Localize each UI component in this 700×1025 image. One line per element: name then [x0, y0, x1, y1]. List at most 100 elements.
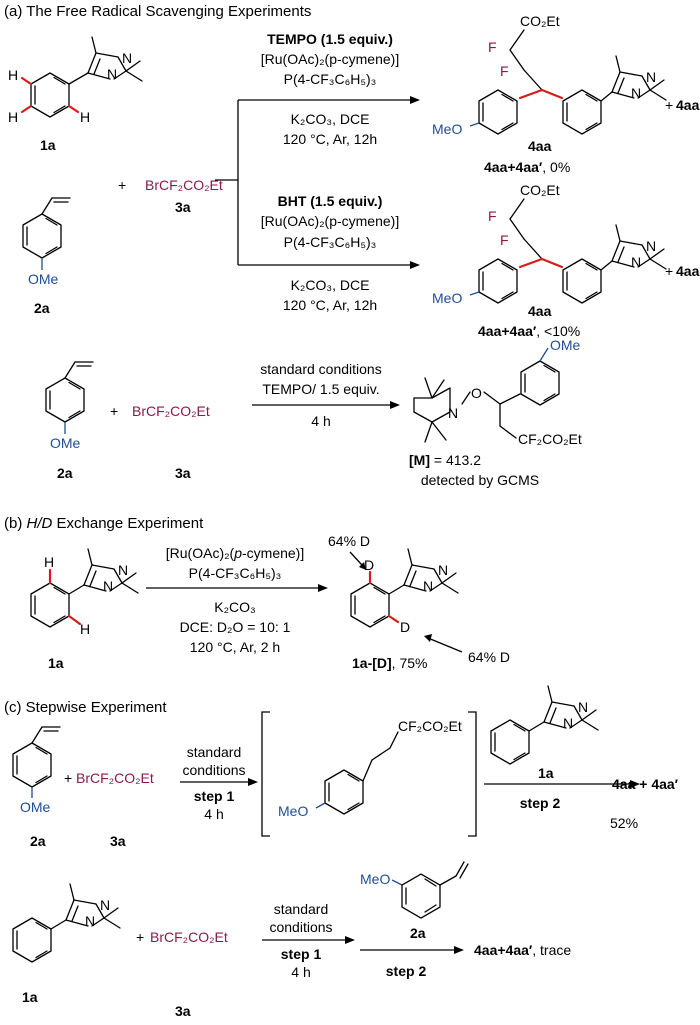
molecule-1a-c2: N N: [12, 883, 121, 963]
n-label: N: [122, 50, 132, 66]
n-label: N: [103, 578, 113, 594]
cond-solvent-b: DCE: D₂O = 10: 1: [180, 619, 291, 635]
label-1a: 1a: [538, 765, 554, 781]
cond-temp: 120 °C, Ar, 12h: [283, 131, 377, 147]
molecule-2a-c: OMe: [12, 726, 61, 815]
fluoro-label: F: [488, 208, 497, 224]
h-label: H: [8, 109, 18, 125]
cond-tempo2: TEMPO/ 1.5 equiv.: [262, 381, 379, 397]
m-value: [M] = 413.2: [409, 452, 481, 468]
methoxy-label: MeO: [432, 121, 462, 137]
label-1a: 1a: [40, 137, 56, 153]
step-2-label: step 2: [386, 963, 427, 979]
cond-conditions: conditions: [182, 762, 245, 778]
label-1a: 1a: [48, 655, 64, 671]
label-3a: 3a: [175, 199, 191, 215]
cond-temp-b: 120 °C, Ar, 2 h: [190, 639, 280, 655]
cf2-ester-label: CF₂CO₂Et: [398, 718, 462, 734]
cond-bht: BHT (1.5 equiv.): [278, 193, 383, 209]
fluoro-label: F: [500, 63, 509, 79]
product-label: 4aa + 4aa′: [612, 776, 679, 792]
molecule-1a-d: 64% D D N N D 64% D: [328, 533, 510, 665]
reagent-3a: BrCF₂CO₂Et: [132, 403, 210, 419]
molecule-1a-c: N N: [490, 685, 599, 765]
deuterium-pct: 64% D: [468, 649, 510, 665]
section-b-heading: (b) H/D Exchange Experiment: [4, 515, 204, 532]
cond-base-b: K₂CO₃: [214, 599, 255, 615]
n-label: N: [631, 85, 641, 101]
label-1a: 1a: [22, 989, 38, 1005]
h-label: H: [80, 621, 90, 637]
methoxy-label: MeO: [360, 871, 390, 887]
result-top: 4aa+4aa′, 0%: [484, 159, 570, 175]
n-label: N: [563, 715, 573, 731]
n-label: N: [118, 562, 128, 578]
plus-sign: +: [118, 177, 126, 193]
step-2-label: step 2: [520, 795, 561, 811]
time-label: 4 h: [291, 964, 310, 980]
n-label: N: [646, 69, 656, 85]
yield-label: 52%: [610, 815, 638, 831]
plus-sign: +: [136, 929, 144, 945]
cond-base: K₂CO₃, DCE: [291, 277, 370, 293]
molecule-1a: N N H H H: [8, 36, 143, 125]
plus-sign: +: [64, 770, 72, 786]
n-label: N: [107, 66, 117, 82]
h-label: H: [80, 109, 90, 125]
product-trace: 4aa+4aa′, trace: [474, 942, 571, 958]
n-label: N: [85, 913, 95, 929]
molecule-2a-c2: MeO: [360, 861, 469, 919]
h-label: H: [8, 67, 18, 83]
ester-label: CO₂Et: [520, 13, 560, 29]
n-label: N: [100, 897, 110, 913]
n-label: N: [631, 254, 641, 270]
label-3a: 3a: [110, 833, 126, 849]
label-3a: 3a: [175, 1003, 191, 1019]
cond-phos: P(4-CF₃C₆H₅)₃: [284, 71, 377, 87]
plus-sign: +: [665, 97, 673, 113]
n-label: N: [578, 699, 588, 715]
methoxy-label: OMe: [28, 271, 59, 287]
n-label: N: [438, 562, 448, 578]
label-4aa-prime: 4aa′: [676, 97, 700, 113]
cond-conditions: conditions: [269, 919, 332, 935]
label-2a: 2a: [30, 833, 46, 849]
cf2-ester-label: CF₂CO₂Et: [518, 431, 582, 447]
fluoro-label: F: [488, 39, 497, 55]
fluoro-label: F: [500, 232, 509, 248]
label-2a: 2a: [34, 300, 50, 316]
molecule-2a-trap: OMe: [45, 361, 94, 451]
result-bottom: 4aa+4aa′, <10%: [478, 323, 580, 339]
label-2a: 2a: [57, 465, 73, 481]
methoxy-label: OMe: [550, 337, 581, 353]
step-1-label: step 1: [281, 946, 322, 962]
ester-label: CO₂Et: [520, 182, 560, 198]
n-label: N: [448, 405, 458, 421]
cond-tempo: TEMPO (1.5 equiv.): [267, 31, 393, 47]
reagent-3a: BrCF₂CO₂Et: [76, 770, 154, 786]
deuterium-pct: 64% D: [328, 533, 370, 549]
cond-standard: standard: [274, 901, 328, 917]
label-4aa: 4aa: [528, 138, 552, 154]
methoxy-label: MeO: [432, 290, 462, 306]
section-c-heading: (c) Stepwise Experiment: [4, 699, 167, 716]
deuterium-label: D: [400, 619, 410, 635]
cond-ru: [Ru(OAc)₂(p-cymene)]: [261, 213, 399, 229]
cond-phos: P(4-CF₃C₆H₅)₃: [284, 234, 377, 250]
cond-time: 4 h: [311, 413, 330, 429]
gcms-note: detected by GCMS: [421, 472, 539, 488]
intermediate: MeO CF₂CO₂Et: [278, 718, 462, 819]
cond-ru: [Ru(OAc)₂(p-cymene)]: [261, 51, 399, 67]
cond-ru-b: [Ru(OAc)₂(p-cymene)]: [166, 545, 304, 561]
n-label: N: [646, 238, 656, 254]
molecule-2a: OMe: [22, 197, 71, 287]
step-1-label: step 1: [194, 788, 235, 804]
methoxy-label: OMe: [50, 435, 81, 451]
product-4aa-bottom: CO₂Et F F MeO N N + 4aa′: [432, 182, 700, 306]
h-label: H: [44, 554, 54, 570]
cond-temp: 120 °C, Ar, 12h: [283, 297, 377, 313]
cond-base: K₂CO₃, DCE: [291, 111, 370, 127]
section-a-heading: (a) The Free Radical Scavenging Experime…: [4, 3, 311, 20]
oxygen-label: O: [471, 385, 482, 401]
molecule-1a-b: N N H H: [30, 548, 139, 637]
